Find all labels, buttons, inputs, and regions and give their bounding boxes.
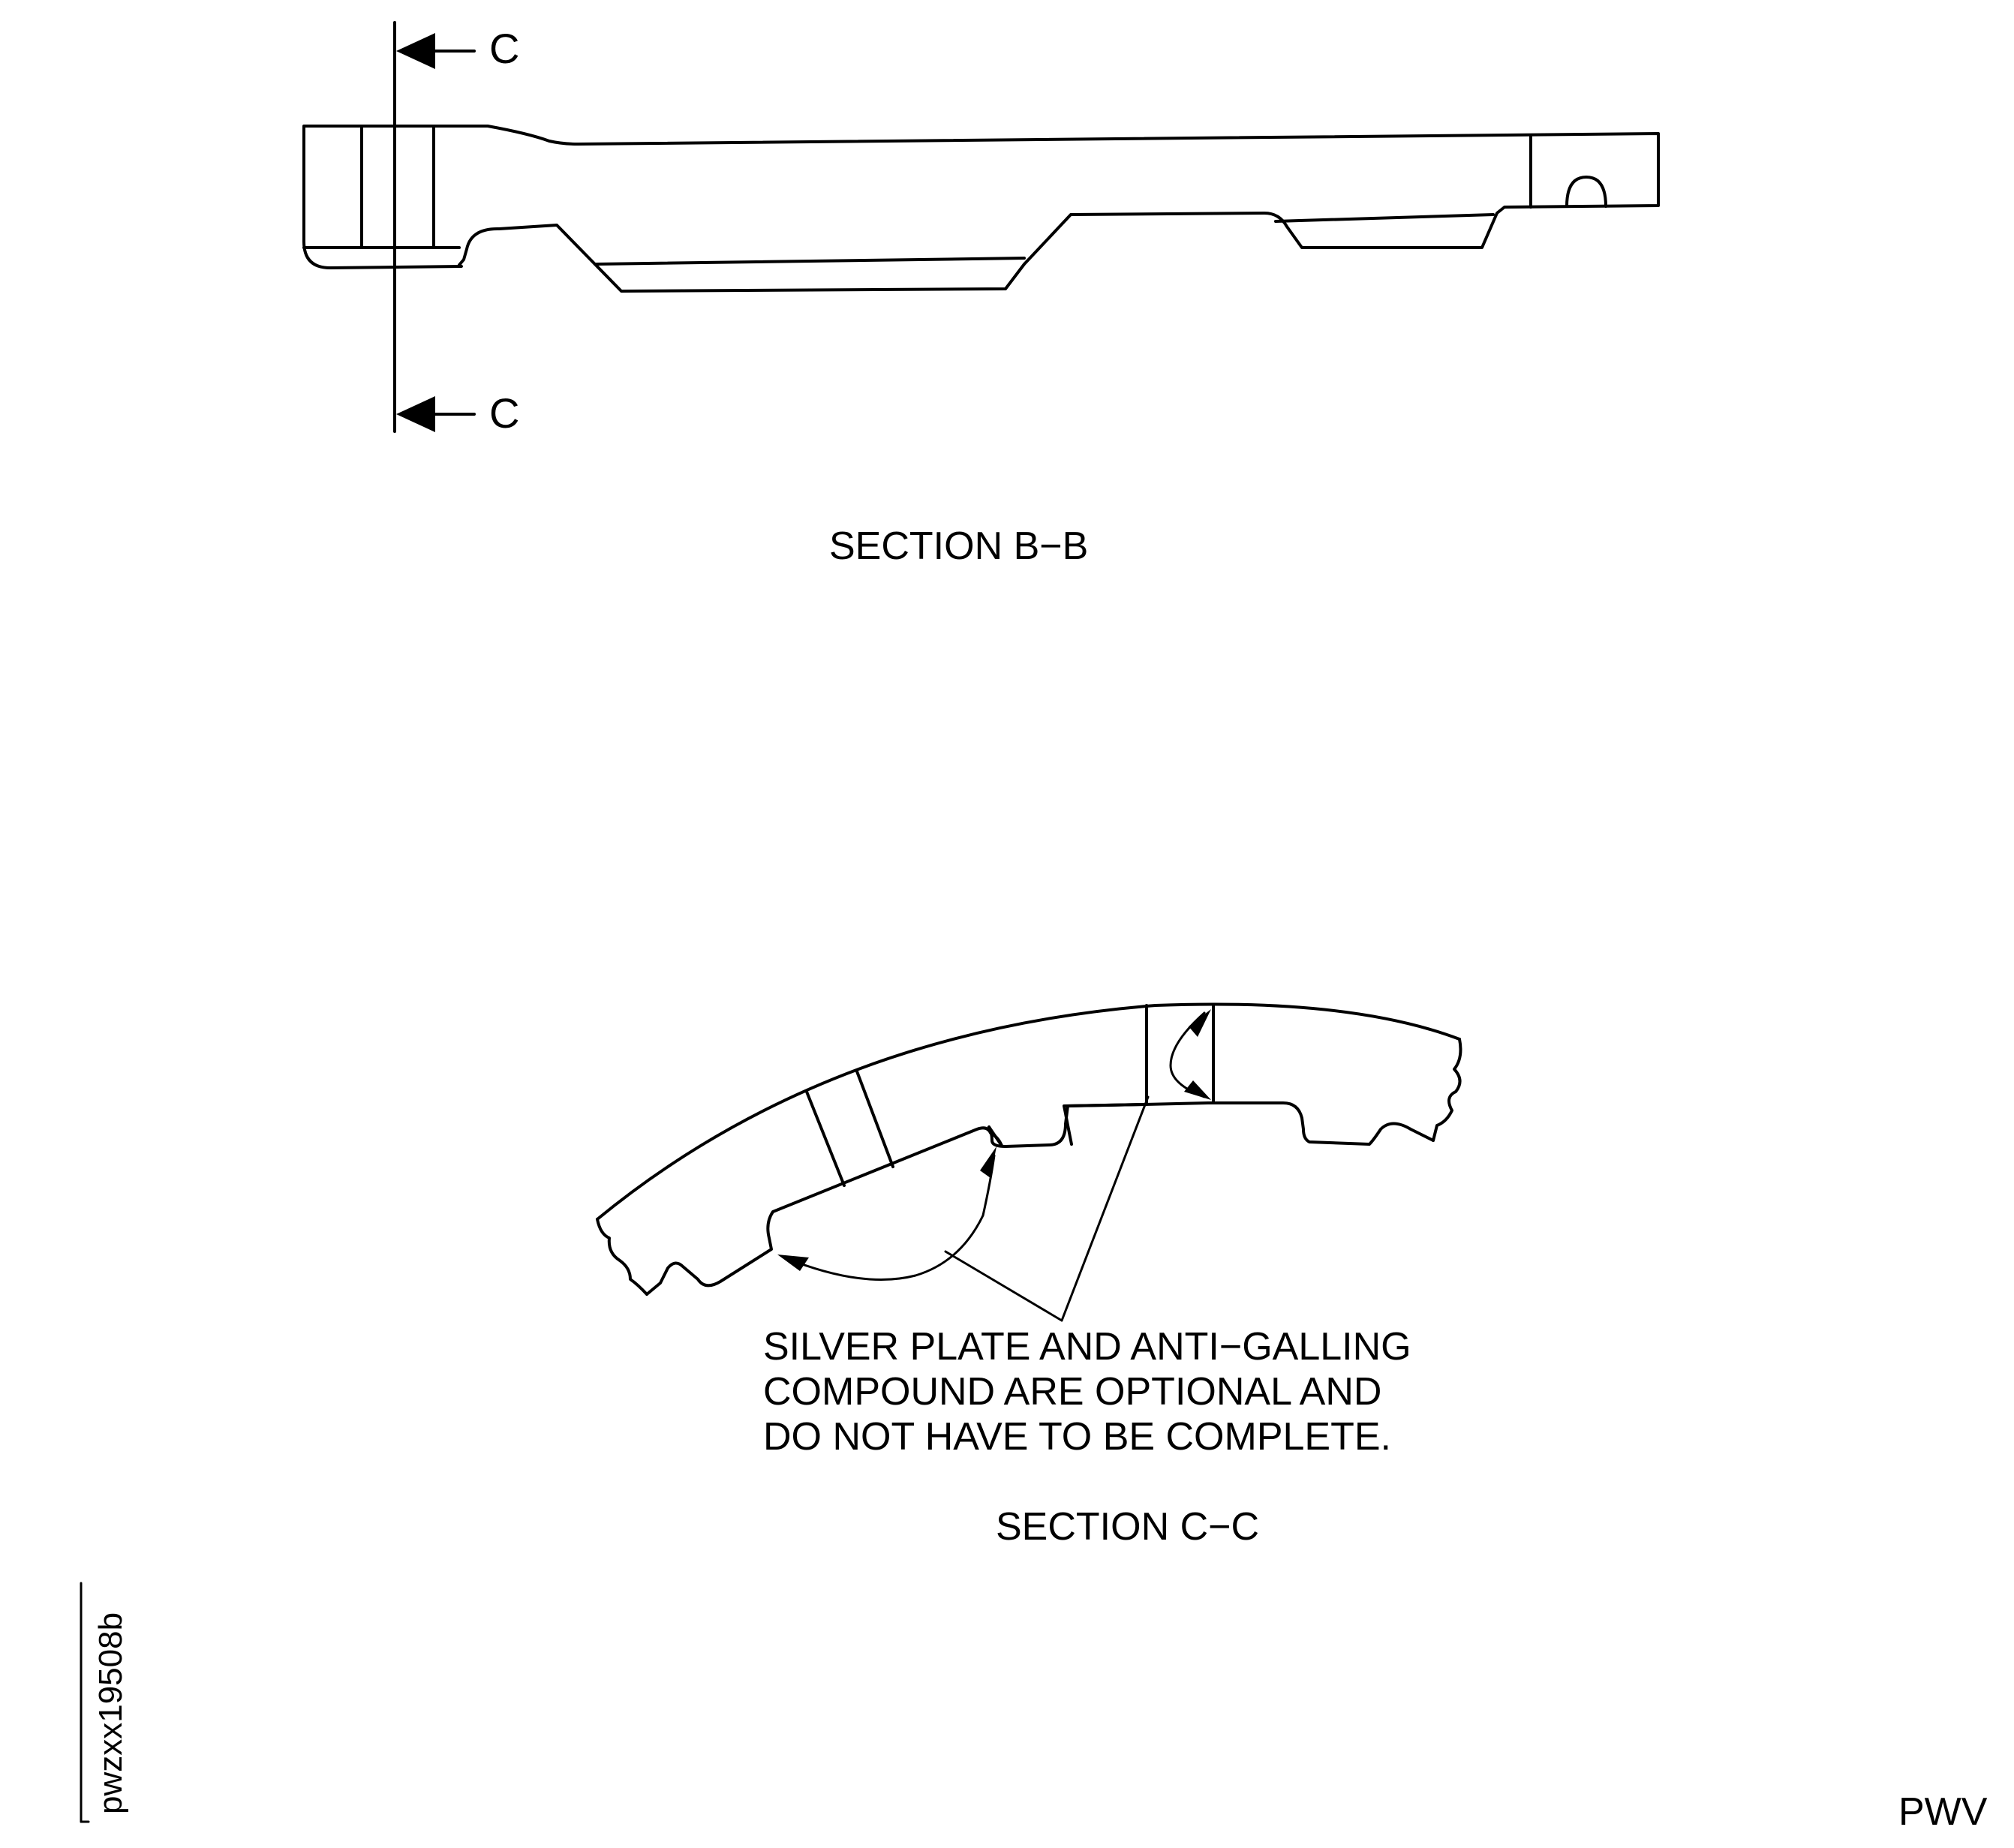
figure-id-group: pwzxx19508b <box>80 1582 129 1823</box>
section-b-recess-line-1 <box>595 257 1026 266</box>
leader-arrow-right-bottom <box>1184 1080 1211 1100</box>
note-line-3: DO NOT HAVE TO BE COMPLETE. <box>763 1415 1391 1459</box>
leader-arrow-left-tooth <box>777 1255 809 1271</box>
leader-arrow-right-top <box>1189 1009 1211 1037</box>
section-c-radial-left-2 <box>855 1070 894 1168</box>
cutting-plane-arrow-top <box>396 33 435 69</box>
leader-curve-right <box>1169 1011 1206 1098</box>
note-leader-1 <box>944 1250 1063 1322</box>
section-c-title: SECTION C−C <box>996 1505 1259 1549</box>
cut-label-bottom: C <box>489 389 519 437</box>
note-leader-2 <box>1060 1095 1150 1322</box>
section-c-step <box>987 1103 1146 1148</box>
section-b-part-outline <box>302 125 1660 293</box>
note-line-1: SILVER PLATE AND ANTI−GALLING <box>763 1325 1411 1369</box>
cut-label-top: C <box>489 25 519 72</box>
figure-id: pwzxx19508b <box>92 1612 129 1814</box>
cutting-plane-arrow-bottom <box>396 396 435 432</box>
section-c-outer-arc <box>596 1002 1461 1221</box>
note-line-2: COMPOUND ARE OPTIONAL AND <box>763 1370 1381 1414</box>
section-c-radial-left-1 <box>805 1090 846 1187</box>
section-b-end-notch <box>1565 176 1607 208</box>
section-c-c-view: SILVER PLATE AND ANTI−GALLING COMPOUND A… <box>596 1002 1462 1549</box>
corner-mark: PWV <box>1898 1790 1988 1834</box>
section-c-middle-tooth <box>645 1126 1003 1296</box>
section-c-left-break <box>596 1218 648 1296</box>
leader-curve-left <box>785 1154 996 1281</box>
leader-arrow-left-tip <box>980 1146 996 1178</box>
section-c-right-break <box>1432 1038 1462 1142</box>
section-b-b-view: C C SECTION B−B <box>302 21 1660 568</box>
section-b-title: SECTION B−B <box>829 524 1088 568</box>
section-b-recess-line-2 <box>1274 213 1495 223</box>
section-c-inner-profile-right <box>1063 1101 1435 1146</box>
